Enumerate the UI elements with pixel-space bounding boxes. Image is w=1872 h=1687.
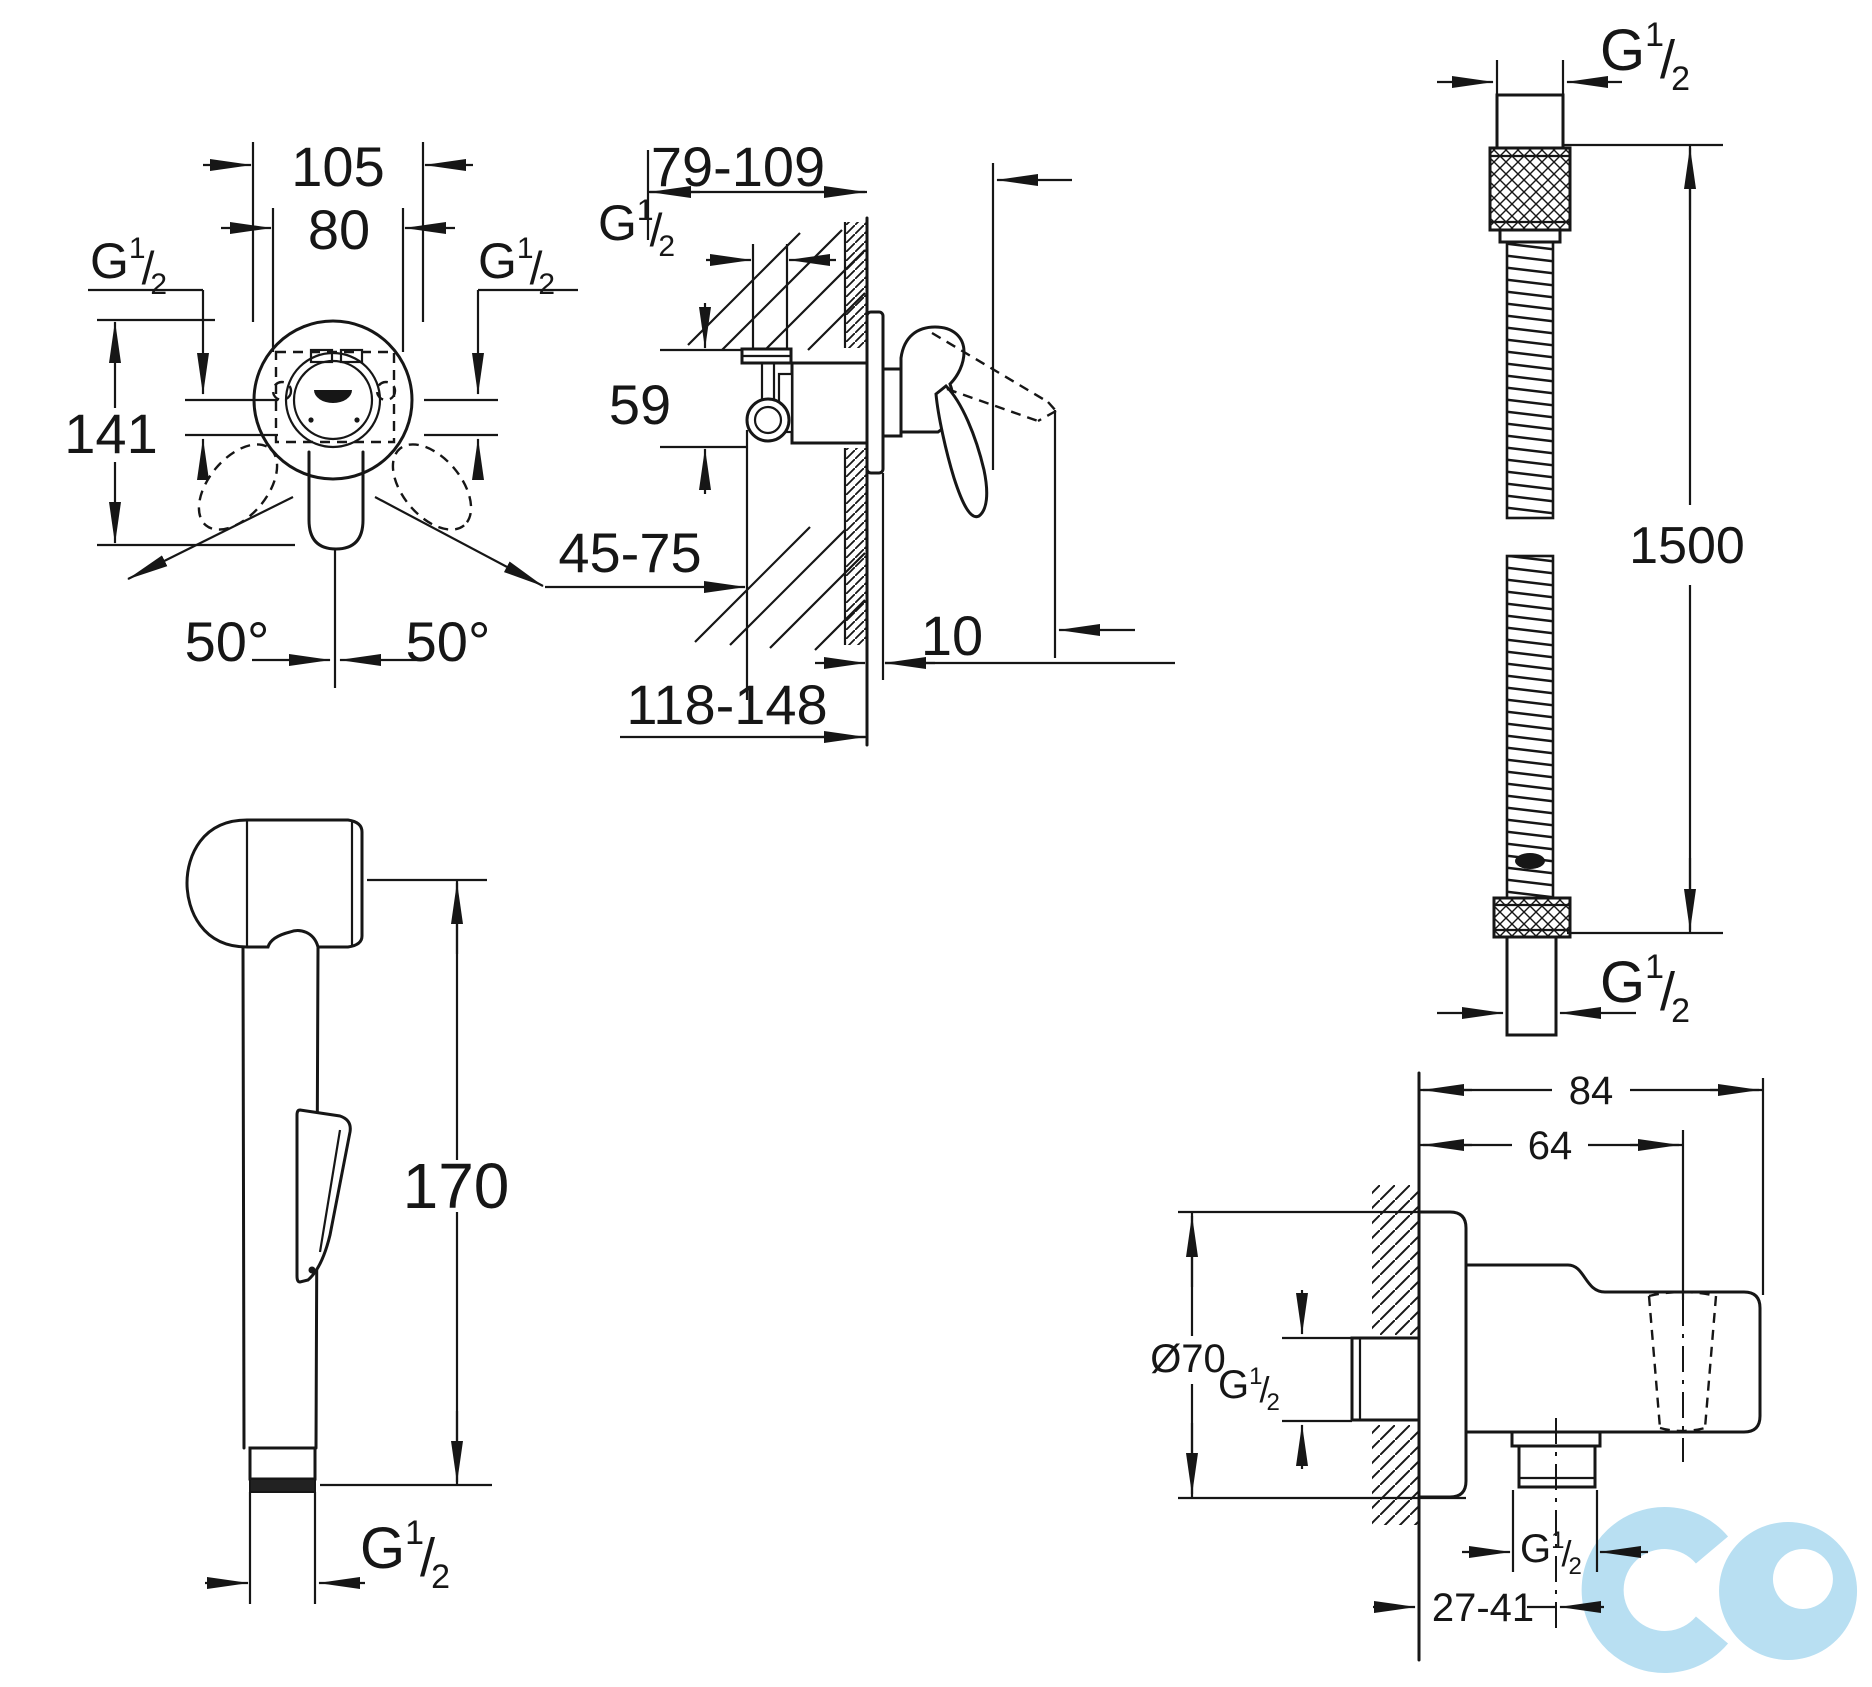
dim-wall-to-axis: 27-41 (1432, 1586, 1534, 1630)
dim-bracket-width-inner: 64 (1528, 1124, 1573, 1168)
dim-height: 141 (64, 402, 157, 465)
watermark-logo (1581, 1507, 1858, 1673)
dim-escutcheon-diameter: Ø70 (1150, 1337, 1226, 1381)
dim-inlet-height: 59 (609, 373, 671, 436)
dim-width-inner: 80 (308, 198, 370, 261)
dim-angle-left: 50° (185, 610, 270, 673)
thread-label-bracket-outlet: G1/2 (1520, 1527, 1582, 1580)
dim-width-outer: 105 (291, 135, 384, 198)
dim-depth-min: 45-75 (558, 521, 701, 584)
spout-mouth-icon (314, 390, 352, 403)
thread-label-hose-bottom: G1/2 (1600, 948, 1690, 1030)
dim-plate-thickness: 10 (921, 604, 983, 667)
wall-bracket-view: 84 64 Ø70 G1/2 G1/2 (1150, 1069, 1765, 1662)
dim-bracket-width-outer: 84 (1569, 1069, 1614, 1113)
dim-hose-length: 1500 (1629, 517, 1745, 575)
dim-depth-range: 79-109 (651, 135, 825, 198)
watermark-d-glyph (1719, 1522, 1858, 1661)
watermark-c-glyph (1581, 1507, 1729, 1673)
hand-shower-view: 170 G1/2 (185, 818, 510, 1604)
thread-label-side: G1/2 (598, 194, 675, 263)
dim-total-depth: 118-148 (626, 673, 827, 736)
dim-angle-right: 50° (406, 610, 491, 673)
hose-view: G1/2 1500 G1/2 (1437, 16, 1745, 1037)
thread-label-bracket-inlet: G1/2 (1218, 1363, 1280, 1416)
thread-label-hose-top: G1/2 (1600, 16, 1690, 98)
dim-shower-length: 170 (403, 1150, 510, 1222)
thread-label-front-right: G1/2 (478, 232, 555, 301)
thread-label-shower: G1/2 (360, 1514, 450, 1596)
mixer-side-view: 79-109 G1/2 59 45-75 10 118-148 (545, 135, 1175, 747)
mixer-front-view: 105 80 G1/2 G1/2 141 50° 50° (64, 135, 578, 688)
thread-label-front-left: G1/2 (90, 232, 167, 301)
hose-brand-badge (1515, 853, 1545, 869)
